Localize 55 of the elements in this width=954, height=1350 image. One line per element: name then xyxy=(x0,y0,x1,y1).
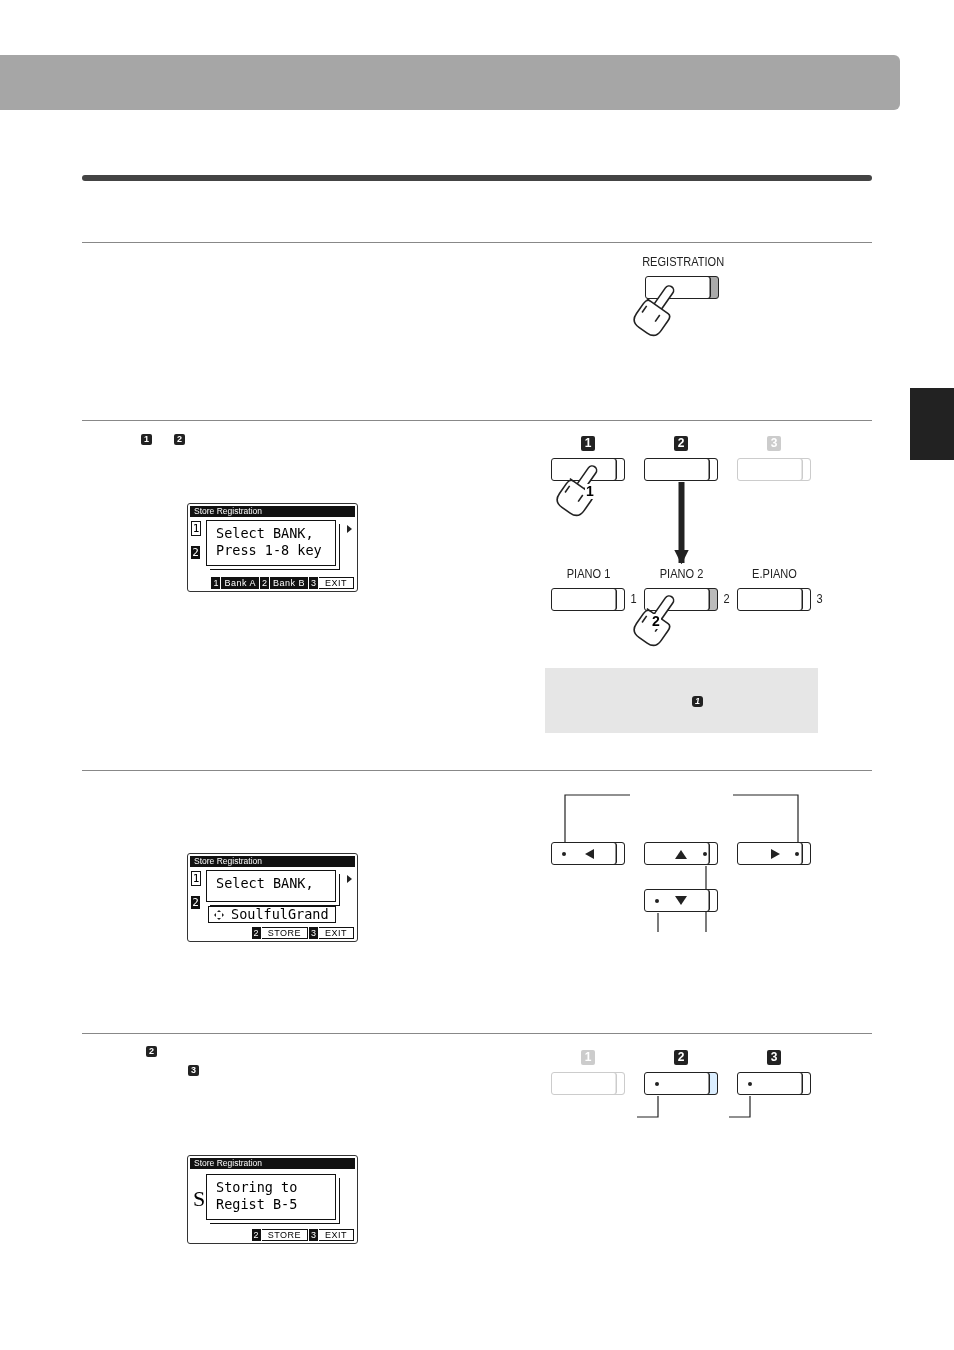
popup-text: Select BANK, Press 1-8 key xyxy=(216,525,323,559)
lcd-screen xyxy=(187,1155,358,1244)
name-text: SoulfulGrand xyxy=(231,906,329,922)
button-label: REGISTRATION xyxy=(642,254,723,269)
softkey-number: 3 xyxy=(308,1229,318,1241)
name-field xyxy=(208,906,336,923)
number-badge: 1 xyxy=(581,436,595,451)
softkey-label: STORE xyxy=(261,1229,308,1241)
leader-line xyxy=(728,1095,751,1118)
title-bar: Store Registration xyxy=(190,506,355,517)
number-badge: 2 xyxy=(674,1050,688,1065)
number-badge: 2 xyxy=(674,436,688,451)
softkey-number: 1 xyxy=(211,577,221,589)
slot-number: 2 xyxy=(191,896,200,909)
slot-number: 1 xyxy=(191,871,201,886)
finger-number: 2 xyxy=(651,614,661,629)
lcd-screen xyxy=(187,853,358,942)
number-badge: 3 xyxy=(188,1065,199,1076)
softkey-label: EXIT xyxy=(319,927,354,939)
partial-text: S xyxy=(193,1186,206,1212)
button-label: E.PIANO xyxy=(751,566,798,581)
leader-line xyxy=(657,912,659,933)
key-number: 3 xyxy=(816,591,823,606)
softkey-label: Bank A xyxy=(221,577,259,589)
leader-line xyxy=(732,794,799,843)
note-box xyxy=(545,668,818,733)
button-label: PIANO 2 xyxy=(658,566,705,581)
softkey-number: 3 xyxy=(308,577,318,589)
softkey-number: 2 xyxy=(251,927,261,939)
softkey-number: 2 xyxy=(251,1229,261,1241)
number-badge: 2 xyxy=(146,1046,157,1057)
button-label: PIANO 1 xyxy=(565,566,612,581)
softkey-label: EXIT xyxy=(319,1229,354,1241)
title-bar: Store Registration xyxy=(190,856,355,867)
lcd-screen xyxy=(187,503,358,592)
number-badge: 2 xyxy=(174,434,185,445)
softkey-label: Bank B xyxy=(269,577,308,589)
softkey-label: EXIT xyxy=(319,577,354,589)
key-number: 2 xyxy=(723,591,730,606)
softkey-number: 3 xyxy=(308,927,318,939)
slot-number: 2 xyxy=(191,546,200,559)
softkey-label: STORE xyxy=(261,927,308,939)
slot-number: 1 xyxy=(191,521,201,536)
key-number: 1 xyxy=(630,591,637,606)
arrow xyxy=(674,482,689,565)
popup-text: Select BANK, xyxy=(216,875,315,892)
softkey-number: 2 xyxy=(259,577,269,589)
number-badge: 1 xyxy=(692,696,703,707)
leader-line xyxy=(636,1095,659,1118)
popup-text: Storing to Regist B-5 xyxy=(216,1179,299,1213)
number-badge: 3 xyxy=(767,1050,781,1065)
finger-number: 1 xyxy=(585,484,595,499)
number-badge: 1 xyxy=(141,434,152,445)
title-bar: Store Registration xyxy=(190,1158,355,1169)
leader-line xyxy=(564,794,631,843)
